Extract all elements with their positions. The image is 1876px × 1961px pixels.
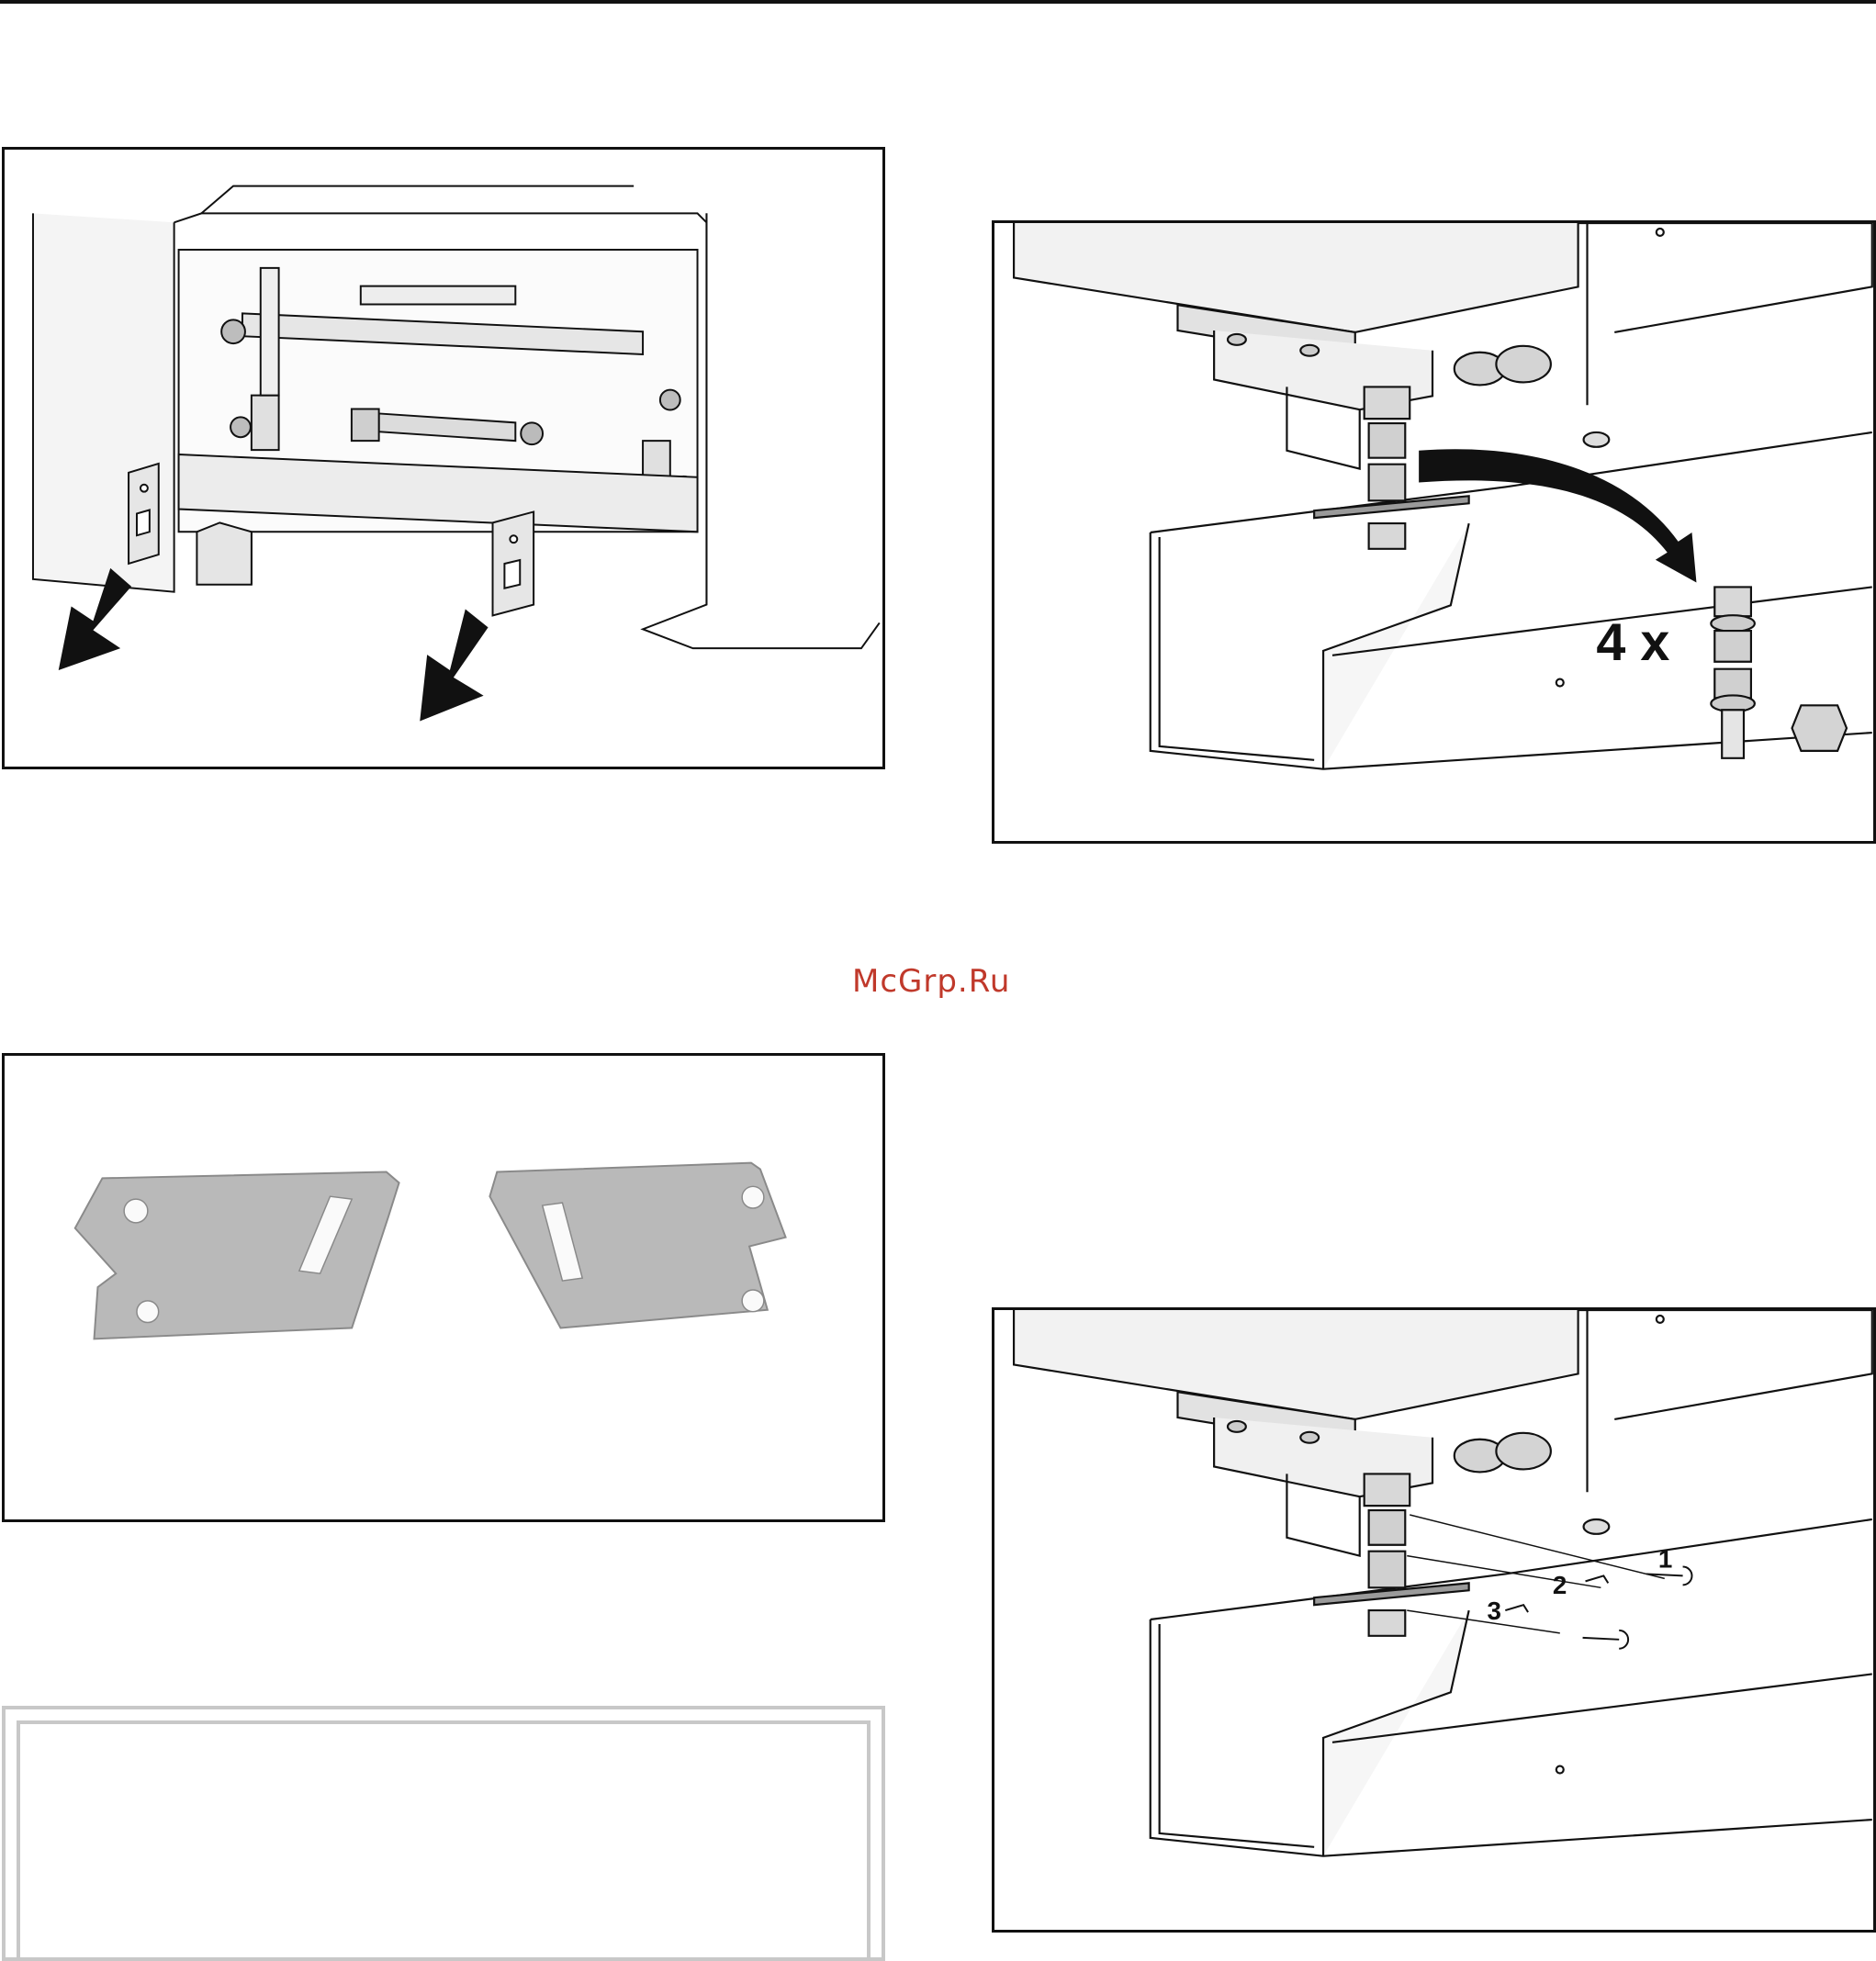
bracket-plates-photo [5, 1056, 882, 1519]
step-label-3: 3 [1487, 1597, 1500, 1625]
step-label-2: 2 [1553, 1571, 1567, 1599]
step-label-1: 1 [1658, 1545, 1672, 1574]
watermark: McGrp.Ru [852, 963, 1010, 1000]
figure-bracket-plates [2, 1053, 885, 1522]
note-box-inner [17, 1720, 871, 1961]
left-bracket-plate [75, 1171, 399, 1339]
figure-bracket-removal [2, 147, 885, 769]
bolt-removal-illustration: 4 x [994, 223, 1873, 841]
bolt-tightening-illustration: 1 2 3 [994, 1310, 1873, 1930]
figure-bolt-tightening: 1 2 3 [992, 1307, 1876, 1933]
bracket-removal-illustration [5, 150, 882, 767]
top-rule [0, 0, 1876, 4]
figure-bolt-removal: 4 x [992, 220, 1876, 844]
quantity-label: 4 x [1596, 613, 1669, 672]
right-bracket-plate [489, 1163, 785, 1328]
note-box [2, 1706, 885, 1961]
removal-arrow-icon [59, 568, 489, 722]
